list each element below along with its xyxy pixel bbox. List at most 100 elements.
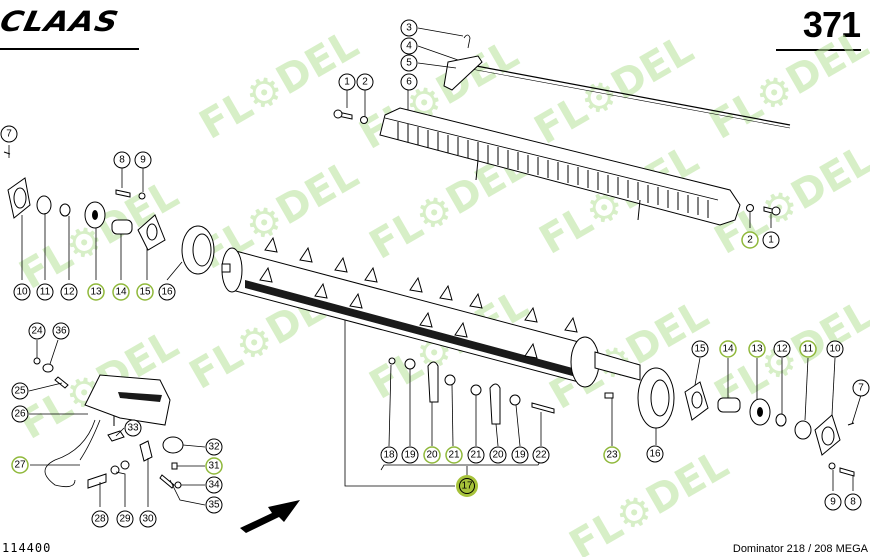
svg-text:36: 36 <box>55 326 67 337</box>
svg-text:16: 16 <box>649 449 661 460</box>
comb-bar-assembly <box>333 34 791 226</box>
svg-text:14: 14 <box>115 287 127 298</box>
callout-15[interactable]: 15 <box>691 340 709 358</box>
svg-text:20: 20 <box>426 450 438 461</box>
callout-13[interactable]: 13 <box>748 340 766 358</box>
svg-text:30: 30 <box>142 514 154 525</box>
callout-4[interactable]: 4 <box>400 37 418 55</box>
callout-25[interactable]: 25 <box>11 382 29 400</box>
callout-17[interactable]: 17 <box>456 475 478 497</box>
callout-35[interactable]: 35 <box>205 496 223 514</box>
callout-20[interactable]: 20 <box>423 446 441 464</box>
svg-text:23: 23 <box>606 450 618 461</box>
svg-text:11: 11 <box>803 344 814 355</box>
svg-text:10: 10 <box>16 287 28 298</box>
page-number: 371 <box>802 4 861 45</box>
svg-text:24: 24 <box>31 326 43 337</box>
callout-1[interactable]: 1 <box>338 73 356 91</box>
callout-15[interactable]: 15 <box>136 283 154 301</box>
callout-11[interactable]: 11 <box>799 340 817 358</box>
callout-9[interactable]: 9 <box>824 493 842 511</box>
svg-text:4: 4 <box>406 41 412 52</box>
right-bearing-parts <box>684 381 855 477</box>
callout-5[interactable]: 5 <box>400 54 418 72</box>
svg-text:5: 5 <box>406 58 412 69</box>
callout-36[interactable]: 36 <box>52 322 70 340</box>
svg-text:18: 18 <box>383 450 395 461</box>
callout-3[interactable]: 3 <box>400 19 418 37</box>
callout-18[interactable]: 18 <box>380 446 398 464</box>
svg-text:19: 19 <box>514 450 526 461</box>
document-number: 114400 <box>2 541 52 555</box>
svg-text:8: 8 <box>119 155 125 166</box>
callout-16[interactable]: 16 <box>158 283 176 301</box>
svg-text:25: 25 <box>14 386 26 397</box>
svg-text:FL⚙DEL: FL⚙DEL <box>527 26 701 153</box>
svg-text:7: 7 <box>858 383 864 394</box>
svg-text:10: 10 <box>829 344 841 355</box>
callout-2[interactable]: 2 <box>356 73 374 91</box>
callout-23[interactable]: 23 <box>603 446 621 464</box>
sensor-assembly <box>33 357 184 489</box>
header-rule-right <box>776 49 861 51</box>
callout-21[interactable]: 21 <box>445 446 463 464</box>
callout-10[interactable]: 10 <box>826 340 844 358</box>
callout-19[interactable]: 19 <box>511 446 529 464</box>
callout-7[interactable]: 7 <box>0 125 18 143</box>
svg-text:15: 15 <box>694 344 706 355</box>
svg-text:35: 35 <box>208 500 220 511</box>
svg-text:26: 26 <box>14 409 26 420</box>
callout-11[interactable]: 11 <box>36 283 54 301</box>
callout-9[interactable]: 9 <box>134 151 152 169</box>
callout-22[interactable]: 22 <box>532 446 550 464</box>
callout-14[interactable]: 14 <box>112 283 130 301</box>
svg-text:29: 29 <box>119 514 131 525</box>
callout-32[interactable]: 32 <box>205 438 223 456</box>
header-rule-left <box>0 48 139 50</box>
svg-text:17: 17 <box>461 481 473 492</box>
svg-text:13: 13 <box>90 287 102 298</box>
callout-12[interactable]: 12 <box>60 283 78 301</box>
callout-8[interactable]: 8 <box>844 493 862 511</box>
callout-19[interactable]: 19 <box>401 446 419 464</box>
svg-text:13: 13 <box>751 344 763 355</box>
callout-31[interactable]: 31 <box>205 457 223 475</box>
svg-text:22: 22 <box>535 450 547 461</box>
callout-28[interactable]: 28 <box>91 510 109 528</box>
callout-1[interactable]: 1 <box>762 231 780 249</box>
svg-text:34: 34 <box>208 480 220 491</box>
svg-text:27: 27 <box>14 460 26 471</box>
callout-12[interactable]: 12 <box>773 340 791 358</box>
callout-33[interactable]: 33 <box>124 419 142 437</box>
direction-arrow <box>240 500 300 533</box>
svg-text:3: 3 <box>406 23 412 34</box>
callout-24[interactable]: 24 <box>28 322 46 340</box>
svg-text:33: 33 <box>127 423 139 434</box>
callouts: 3 4 5 6 1 2 2 1 7 8 9 10 11 12 13 14 15 … <box>0 19 870 528</box>
svg-text:28: 28 <box>94 514 106 525</box>
callout-34[interactable]: 34 <box>205 476 223 494</box>
callout-13[interactable]: 13 <box>87 283 105 301</box>
callout-29[interactable]: 29 <box>116 510 134 528</box>
svg-text:31: 31 <box>208 461 220 472</box>
svg-text:12: 12 <box>776 344 788 355</box>
callout-20[interactable]: 20 <box>489 446 507 464</box>
callout-6[interactable]: 6 <box>400 73 418 91</box>
callout-14[interactable]: 14 <box>719 340 737 358</box>
svg-text:2: 2 <box>747 235 753 246</box>
svg-text:14: 14 <box>722 344 734 355</box>
callout-27[interactable]: 27 <box>11 456 29 474</box>
svg-text:6: 6 <box>406 77 412 88</box>
leader-lines <box>8 27 862 507</box>
model-label: Dominator 218 / 208 MEGA <box>732 543 868 555</box>
svg-text:1: 1 <box>768 235 774 246</box>
callout-30[interactable]: 30 <box>139 510 157 528</box>
callout-26[interactable]: 26 <box>11 405 29 423</box>
svg-text:12: 12 <box>63 287 75 298</box>
callout-8[interactable]: 8 <box>113 151 131 169</box>
callout-16[interactable]: 16 <box>646 445 664 463</box>
callout-10[interactable]: 10 <box>13 283 31 301</box>
callout-2[interactable]: 2 <box>741 231 759 249</box>
callout-7[interactable]: 7 <box>852 379 870 397</box>
callout-21[interactable]: 21 <box>467 446 485 464</box>
